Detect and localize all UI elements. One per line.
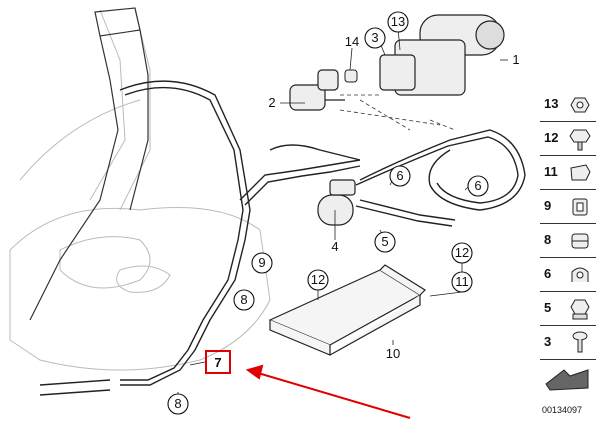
label-11: 11 — [455, 274, 469, 289]
legend-item-5: 5 — [540, 294, 596, 324]
legend-item-arrow — [540, 364, 596, 394]
label-10: 10 — [386, 346, 400, 361]
dashed-leaders — [339, 94, 456, 131]
callout-circle-8b — [167, 393, 189, 415]
legend-item-8: 8 — [540, 226, 596, 256]
canister — [317, 179, 356, 226]
callout-circle-12b — [451, 242, 473, 264]
hose-lines — [39, 80, 526, 396]
label-2: 2 — [268, 95, 275, 110]
part-14-nut — [344, 69, 358, 83]
legend-item-11: 11 — [540, 158, 596, 188]
label-13: 13 — [391, 14, 405, 29]
legend-item-13: 13 — [540, 90, 596, 120]
label-12a: 12 — [311, 272, 325, 287]
red-arrow — [245, 364, 411, 419]
bracket-icon — [572, 198, 588, 216]
parts-legend: 13 12 11 9 8 6 5 3 00134097 — [540, 90, 596, 416]
filler-neck — [29, 7, 149, 321]
screw-icon — [572, 331, 588, 353]
legend-number: 12 — [544, 130, 559, 145]
callout-circle-13 — [387, 11, 409, 33]
callout-circle-6b — [467, 175, 489, 197]
hex-nut-icon — [570, 299, 590, 320]
legend-number: 8 — [544, 232, 552, 247]
arrow-icon — [545, 369, 589, 391]
part-callouts — [167, 11, 489, 415]
legend-number: 11 — [544, 164, 558, 179]
label-5: 5 — [381, 234, 388, 249]
saddle-clamp-icon — [571, 267, 589, 282]
callout-circle-12a — [307, 269, 329, 291]
label-12b: 12 — [455, 245, 469, 260]
label-8a: 8 — [240, 292, 247, 307]
callout-circle-9 — [251, 252, 273, 274]
callout-circle-3 — [364, 27, 386, 49]
legend-item-6: 6 — [540, 260, 596, 290]
hose-clamp-icon — [571, 233, 589, 249]
bracket-plate — [268, 264, 426, 356]
label-7: 7 — [214, 355, 221, 370]
legend-item-12: 12 — [540, 124, 596, 154]
legend-number: 13 — [544, 96, 559, 111]
legend-number: 6 — [544, 266, 552, 281]
callout-circle-11 — [451, 271, 473, 293]
legend-item-9: 9 — [540, 192, 596, 222]
legend-item-3: 3 — [540, 328, 596, 358]
legend-number: 5 — [544, 300, 552, 315]
nut-icon — [570, 97, 590, 113]
legend-number: 9 — [544, 198, 552, 213]
label-3: 3 — [371, 30, 378, 45]
callout-circle-8a — [233, 289, 255, 311]
label-14: 14 — [345, 34, 359, 49]
callout-circle-5 — [374, 231, 396, 253]
clip-icon — [570, 164, 591, 181]
highlight-box — [205, 350, 231, 374]
legend-number: 3 — [544, 334, 552, 349]
valve — [289, 69, 345, 111]
pump-assembly — [379, 14, 505, 96]
callout-circle-6a — [389, 165, 411, 187]
label-4: 4 — [331, 239, 338, 254]
diagram-reference-number: 00134097 — [542, 405, 583, 415]
fuel-tank-outline — [9, 9, 271, 371]
label-6b: 6 — [474, 178, 481, 193]
label-8b: 8 — [174, 396, 181, 411]
label-9: 9 — [258, 255, 265, 270]
label-1: 1 — [512, 52, 519, 67]
hex-screw-icon — [569, 129, 591, 151]
label-6a: 6 — [396, 168, 403, 183]
